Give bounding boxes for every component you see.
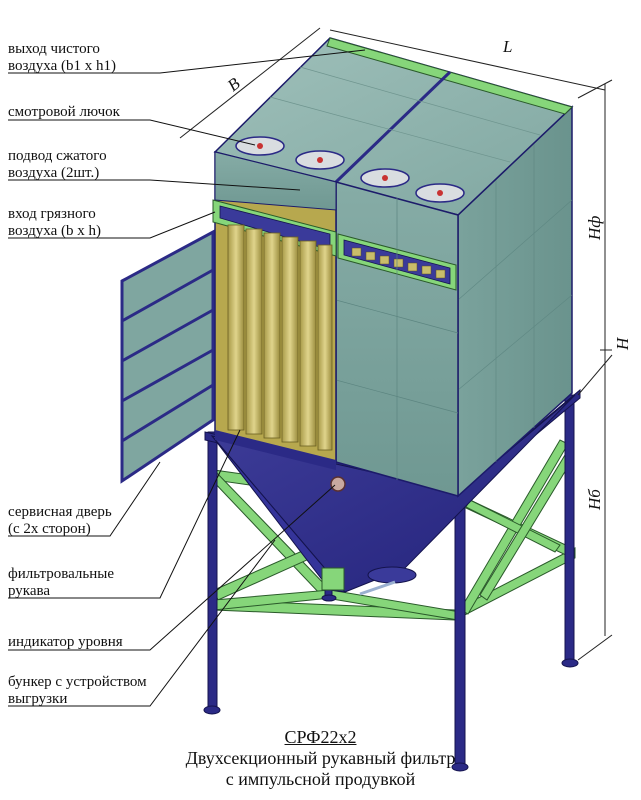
service-door (120, 229, 215, 484)
label-inspection-hatch: смотровой лючок (8, 104, 121, 120)
label-hopper-1: бункер с устройством (8, 674, 147, 690)
caption-line-2: с импульсной продувкой (225, 769, 416, 789)
dim-hopper-height: Нб (585, 489, 604, 511)
filter-bags (227, 224, 333, 451)
caption: СРФ22х2 Двухсекционный рукавный фильтр с… (0, 727, 641, 790)
label-service-door-2: (с 2х сторон) (8, 521, 91, 537)
label-filter-bags-2: рукава (8, 583, 50, 599)
dim-width: B (224, 73, 244, 95)
label-compressed-air-1: подвод сжатого (8, 148, 107, 164)
label-clean-air-outlet-2: воздуха (b1 x h1) (8, 58, 116, 74)
label-filter-bags-1: фильтровальные (8, 566, 114, 582)
caption-line-1: Двухсекционный рукавный фильтр (185, 748, 456, 768)
label-hopper-2: выгрузки (8, 691, 67, 707)
model-code: СРФ22х2 (284, 727, 357, 747)
dim-filter-height: Нф (585, 216, 604, 241)
label-compressed-air-2: воздуха (2шт.) (8, 165, 99, 181)
dim-total-height: Н (613, 336, 632, 351)
label-service-door-1: сервисная дверь (8, 504, 112, 520)
level-indicator-icon (330, 476, 346, 492)
label-dirty-air-inlet-1: вход грязного (8, 206, 96, 222)
label-clean-air-outlet-1: выход чистого (8, 41, 100, 57)
dimension-lines (179, 27, 613, 661)
dim-length: L (502, 37, 512, 56)
label-dirty-air-inlet-2: воздуха (b x h) (8, 223, 101, 239)
leader-lines (8, 49, 366, 707)
hopper (210, 394, 576, 596)
label-level-indicator: индикатор уровня (8, 634, 123, 650)
